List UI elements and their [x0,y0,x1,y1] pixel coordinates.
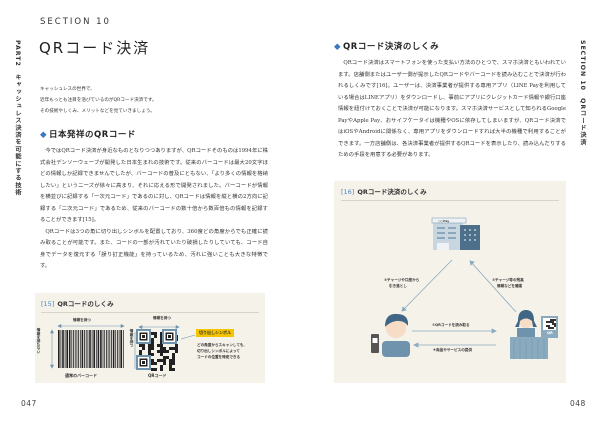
step2-line: ②チャージ等の残高 [492,278,524,282]
building-icon [431,217,480,250]
paragraph: 今ではQRコード決済が身近なものとなりつつありますが、QRコードそのものは199… [40,148,268,223]
qr-stand-label: QR [547,331,553,335]
heading-text: QRコード決済のしくみ [343,42,440,52]
step2-label: ②チャージ等の残高情報などを確認 [492,277,524,289]
figure-16: [16]QRコード決済のしくみ QR ○○Pay ③チャージや口座から引き落とし… [334,181,566,383]
page-number: 047 [21,399,37,408]
section-label: SECTION 10 [40,17,111,27]
qr-horizontal-label: 情報を持つ [153,316,171,320]
step3-label: ③チャージや口座から引き落とし [384,277,419,289]
diamond-icon: ◆ [334,42,342,52]
body-text: QRコード決済はスマートフォンを使った支払い方法のひとつで、スマホ決済ともいわれ… [338,58,566,162]
intro-line: 近年もっとも注目を浴びているのがQRコード決済です。 [40,98,157,103]
diamond-icon: ◆ [40,130,48,140]
barcode-vertical-label: 情報を持たない [37,328,41,354]
intro-line: キャッシュレスの世界で、 [40,87,95,92]
figure-title-text: QRコード決済のしくみ [357,188,427,196]
barcode-horizontal-label: 情報を持つ [73,318,91,322]
barcode-icon [58,330,124,368]
finder-symbol-tag: 切り出しシンボル [196,329,234,337]
figure-title: [16]QRコード決済のしくみ [341,186,427,196]
finder-desc-line: どの角度からスキャンしても、 [197,343,247,347]
figure-15: [15]QRコードのしくみ 情報を持つ 情報を持たない 通常のバーコード 情報を… [35,293,265,383]
figure-title-text: QRコードのしくみ [57,300,114,308]
section-side-label: SECTION 10 QRコード決済 [579,40,586,147]
barcode-caption: 通常のバーコード [65,373,97,378]
page-number: 048 [570,399,586,408]
figure-number: [16] [341,188,355,196]
qr-diagram-graphic [50,324,196,371]
qr-vertical-label: 情報を持つ [130,329,134,347]
step2-line: 情報などを確認 [497,284,523,288]
paragraph: QRコード決済はスマートフォンを使った支払い方法のひとつで、スマホ決済ともいわれ… [338,60,566,158]
paragraph: QRコードは3つの角に切り出しシンボルを配置しており、360度どの角度からでも正… [40,228,268,270]
qr-caption: QRコード [148,373,167,378]
qr-code-icon [136,329,178,371]
step3-line: ③チャージや口座から [384,278,420,282]
user-with-smartphone-icon [371,313,410,357]
page-title: QRコード決済 [39,39,151,57]
section-heading: ◆QRコード決済のしくみ [334,40,439,52]
step3-line: 引き落とし [389,284,407,288]
step4-label: ④商品やサービスの提供 [433,348,472,352]
intro-text: キャッシュレスの世界で、 近年もっとも注目を浴びているのがQRコード決済です。 … [40,84,157,117]
shop-clerk-icon [510,310,558,359]
section-heading: ◆日本発祥のQRコード [40,128,136,140]
figure-title: [15]QRコードのしくみ [41,298,114,308]
intro-line: その技術やしくみ、メリットなどを見ていきましょう。 [40,109,155,114]
step1-label: ①QRコードを読み取る [432,323,470,327]
part-side-label: PART2 キャッシュレス決済を可能にする技術 [14,40,21,197]
figure-number: [15] [41,300,55,308]
finder-desc-line: コードの位置を特定できる [197,355,241,359]
payment-flow-diagram [371,217,558,359]
building-sign: ○○Pay [438,219,450,223]
body-text: 今ではQRコード決済が身近なものとなりつつありますが、QRコードそのものは199… [40,146,268,273]
heading-text: 日本発祥のQRコード [49,130,136,140]
finder-desc-line: 切り出しシンボルによって [197,349,240,353]
